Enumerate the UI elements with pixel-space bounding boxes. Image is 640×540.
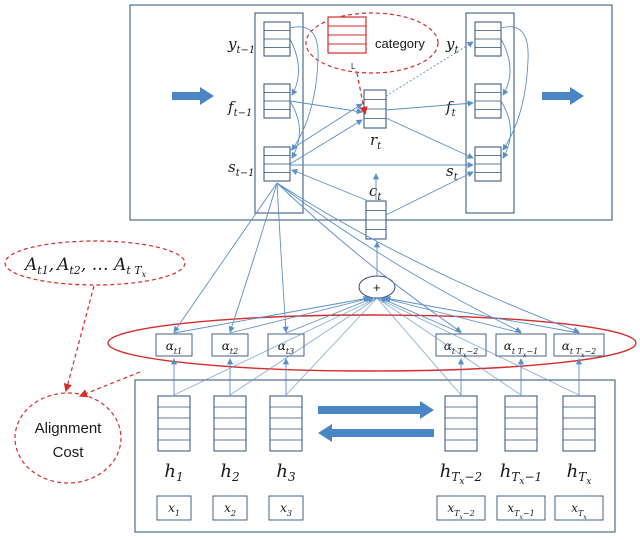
alpha-to-sum-3 bbox=[285, 297, 375, 334]
input-node-3: x3 bbox=[268, 495, 304, 521]
label-r-t: rt bbox=[370, 131, 382, 152]
encoder-frame bbox=[134, 379, 616, 533]
scores-to-cost-arrow bbox=[63, 285, 95, 393]
hidden-to-sum-5 bbox=[376, 297, 522, 396]
hidden-to-sum-6 bbox=[376, 297, 580, 396]
state-to-alpha-6 bbox=[276, 182, 580, 334]
sum-label: + bbox=[373, 280, 381, 295]
state-to-alpha-3 bbox=[276, 182, 289, 333]
state-to-alpha-5 bbox=[276, 182, 522, 333]
alpha-label-2: αt2 bbox=[222, 339, 238, 356]
category-ellipse bbox=[305, 12, 439, 74]
hidden-to-sum-3 bbox=[285, 297, 378, 396]
forward-arrow-icon bbox=[318, 401, 434, 419]
vector-s-prev bbox=[263, 146, 291, 182]
label-s-prev: st−1 bbox=[228, 158, 254, 179]
input-label-1: x1 bbox=[168, 501, 180, 518]
input-node-5: xTx−1 bbox=[496, 495, 546, 521]
alpha-to-sum-4 bbox=[379, 297, 462, 334]
alpha-label-6: αt Tx−2 bbox=[562, 339, 596, 359]
alpha-label-1: αt1 bbox=[166, 339, 182, 356]
hidden-to-sum-4 bbox=[376, 297, 462, 396]
category-label: category bbox=[375, 36, 425, 51]
input-label-5: xTx−1 bbox=[507, 501, 534, 521]
decoder-connections bbox=[289, 26, 529, 216]
input-label-2: x2 bbox=[224, 501, 236, 518]
alpha-to-sum-2 bbox=[229, 296, 372, 334]
hidden-state-4: hTx−2 bbox=[440, 358, 482, 487]
state-to-alpha-2 bbox=[228, 182, 278, 333]
input-label-3: x3 bbox=[280, 501, 292, 518]
hidden-to-sum-2 bbox=[229, 297, 378, 396]
hidden-state-5: hTx−1 bbox=[500, 358, 542, 487]
alignment-scores-label: At1,At2, … At Tx bbox=[23, 255, 147, 279]
attention-weights-ellipse bbox=[107, 314, 637, 372]
input-node-6: xTx bbox=[554, 495, 604, 521]
label-f-prev: ft−1 bbox=[227, 98, 252, 119]
input-label-4: xTx−2 bbox=[447, 501, 474, 521]
hidden-label-2: h2 bbox=[220, 461, 239, 484]
vector-f-prev bbox=[263, 83, 291, 119]
vector-s-t bbox=[474, 146, 502, 182]
output-arrow-icon bbox=[542, 87, 584, 105]
input-node-1: x1 bbox=[156, 495, 192, 521]
input-node-4: xTx−2 bbox=[436, 495, 486, 521]
hidden-label-6: hTx bbox=[567, 461, 592, 487]
input-arrow-icon bbox=[172, 87, 214, 105]
vector-y-t bbox=[474, 21, 502, 57]
hidden-to-sum-1 bbox=[173, 297, 378, 396]
state-to-alpha-1 bbox=[173, 182, 278, 333]
backward-arrow-icon bbox=[318, 424, 434, 442]
label-s-t: st bbox=[446, 162, 459, 183]
attention-connections bbox=[173, 182, 580, 396]
alpha-node-2: αt2 bbox=[211, 333, 249, 357]
vector-r-t bbox=[363, 89, 387, 129]
alignment-cost-line2: Cost bbox=[53, 444, 85, 461]
category-mark: L bbox=[351, 62, 356, 71]
alignment-cost-ellipse bbox=[14, 392, 122, 484]
label-y-prev: yt−1 bbox=[227, 35, 255, 56]
input-row: x1 x2 x3 xTx−2 xTx−1 xTx bbox=[156, 495, 604, 521]
alpha-to-sum-1 bbox=[173, 295, 370, 334]
input-node-2: x2 bbox=[212, 495, 248, 521]
hidden-state-3: h3 bbox=[269, 358, 303, 484]
hidden-label-3: h3 bbox=[276, 461, 296, 484]
alphas-to-cost-arrow bbox=[78, 371, 141, 398]
hidden-state-1: h1 bbox=[157, 358, 191, 484]
vector-y-prev bbox=[263, 21, 291, 57]
alpha-node-1: αt1 bbox=[155, 333, 193, 357]
input-label-6: xTx bbox=[571, 501, 587, 521]
alpha-node-6: αt Tx−2 bbox=[553, 333, 605, 359]
decoder-column-curr bbox=[465, 12, 515, 214]
label-y-t: yt bbox=[445, 35, 459, 56]
hidden-state-6: hTx bbox=[562, 358, 596, 487]
hidden-label-4: hTx−2 bbox=[440, 461, 482, 487]
alpha-label-3: αt3 bbox=[278, 339, 294, 356]
hidden-row: h1 h2 h3 hTx−2 hTx−1 hTx bbox=[157, 358, 596, 487]
label-f-t: ft bbox=[445, 98, 457, 119]
vector-f-t bbox=[474, 83, 502, 119]
alignment-scores-ellipse bbox=[4, 240, 186, 286]
alpha-to-sum-5 bbox=[381, 296, 522, 334]
label-c-t: ct bbox=[369, 182, 382, 203]
alpha-to-sum-6 bbox=[384, 295, 580, 334]
hidden-label-5: hTx−1 bbox=[500, 461, 542, 487]
alpha-label-5: αt Tx−1 bbox=[504, 339, 538, 359]
vector-c-t bbox=[365, 200, 387, 240]
hidden-label-1: h1 bbox=[164, 461, 183, 484]
state-to-alpha-4 bbox=[276, 182, 462, 333]
hidden-state-2: h2 bbox=[213, 358, 247, 484]
alpha-node-3: αt3 bbox=[267, 333, 305, 357]
category-vector bbox=[327, 16, 367, 54]
alpha-node-5: αt Tx−1 bbox=[495, 333, 547, 359]
alignment-cost-line1: Alignment bbox=[35, 420, 103, 437]
